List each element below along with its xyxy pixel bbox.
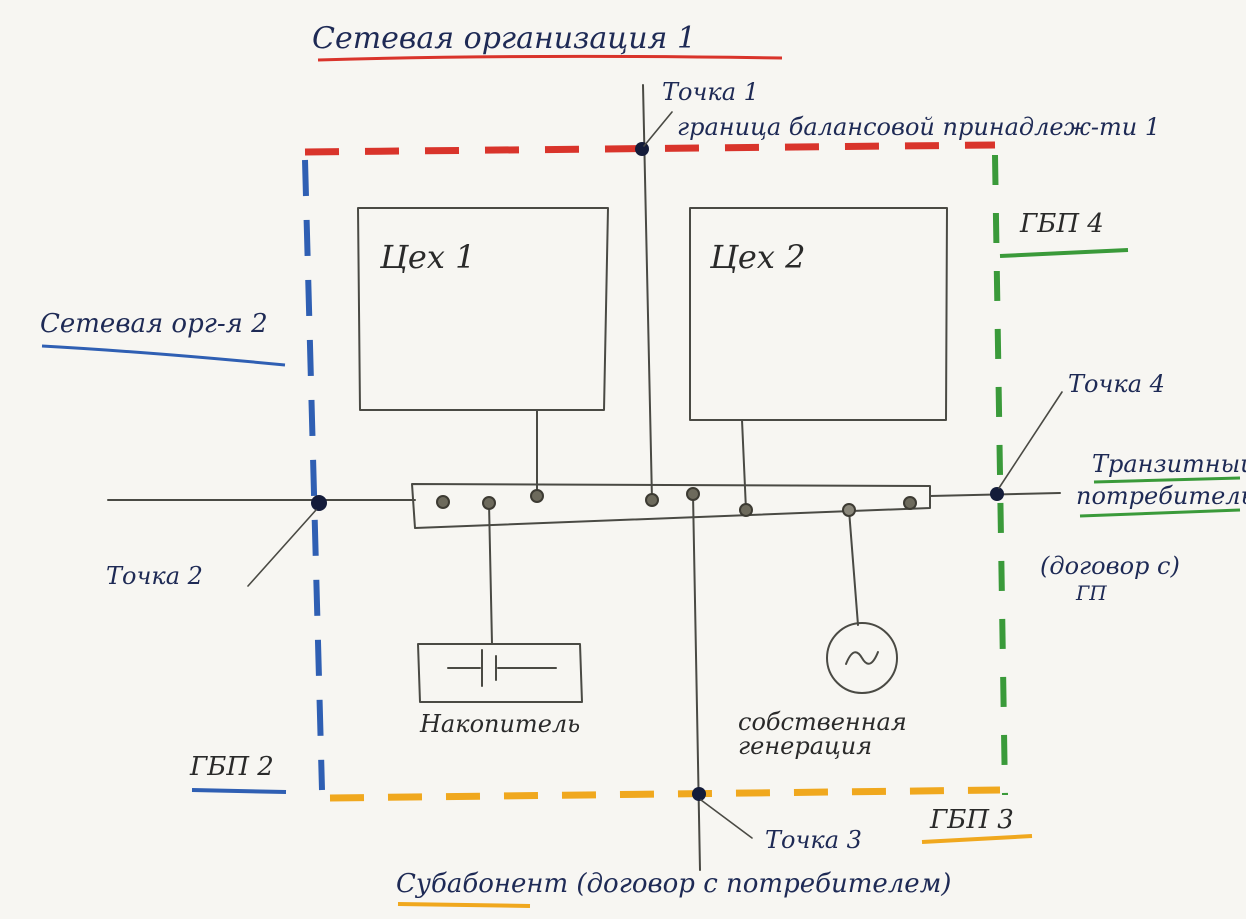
workshop-1-box <box>357 207 609 411</box>
busbar-terminal-1 <box>436 495 450 509</box>
network-org-2-underline <box>41 344 286 367</box>
network-org-1-underline <box>317 54 783 62</box>
busbar-terminal-7 <box>842 503 856 517</box>
busbar-terminal-4 <box>645 493 659 507</box>
gbp-2-underline <box>191 788 287 794</box>
subscriber-underline <box>397 902 531 908</box>
point-4-label: Точка 4 <box>1068 370 1165 398</box>
point-4-leader <box>998 391 1063 489</box>
gbp-4-underline <box>999 248 1129 258</box>
feeder-point-3 <box>692 493 701 871</box>
green-boundary-line <box>992 154 1008 796</box>
workshop-2-label: Цех 2 <box>709 238 805 276</box>
gbp-4-label: ГБП 4 <box>1019 209 1104 239</box>
transit-consumer-line2: потребитель <box>1076 482 1246 510</box>
storage-label: Накопитель <box>419 710 580 738</box>
busbar-terminal-2 <box>482 496 496 510</box>
generator-sine-icon <box>845 651 879 665</box>
generation-label-line2: генерация <box>738 732 872 760</box>
gbp-3-underline <box>921 834 1033 844</box>
feeder-generation <box>848 509 859 626</box>
network-org-1-label: Сетевая организация 1 <box>312 21 696 56</box>
contract-gp-line1: (договор с) <box>1040 552 1180 580</box>
blue-boundary-line <box>302 159 325 791</box>
contract-gp-line2: ГП <box>1075 581 1107 605</box>
workshop-1-label: Цех 1 <box>379 238 475 276</box>
point-4-marker <box>990 487 1004 501</box>
point-2-leader <box>247 509 317 587</box>
point-2-label: Точка 2 <box>106 562 203 590</box>
feeder-workshop-2 <box>741 419 747 511</box>
generation-label-line1: собственная <box>738 708 907 736</box>
point-2-marker <box>311 495 327 511</box>
transit-consumer-underline-2 <box>1079 508 1241 518</box>
gbp-2-label: ГБП 2 <box>189 752 274 782</box>
busbar-terminal-3 <box>530 489 544 503</box>
subscriber-label: Субабонент (договор с потребителем) <box>396 869 951 899</box>
gbp-3-label: ГБП 3 <box>929 805 1014 835</box>
point-1-leader <box>643 111 673 147</box>
busbar <box>411 483 931 529</box>
point-3-leader <box>700 799 753 839</box>
transit-consumer-underline-1 <box>1093 476 1241 484</box>
feeder-storage <box>488 502 493 645</box>
busbar-terminal-5 <box>686 487 700 501</box>
network-org-2-label: Сетевая орг-я 2 <box>40 309 268 339</box>
busbar-terminal-8 <box>903 496 917 510</box>
point-1-marker <box>635 142 649 156</box>
transit-consumer-line1: Транзитный <box>1092 450 1246 478</box>
busbar-terminal-6 <box>739 503 753 517</box>
point-3-label: Точка 3 <box>765 826 862 854</box>
battery-icon <box>447 649 557 687</box>
workshop-2-box <box>689 207 948 421</box>
point-1-label: Точка 1 <box>662 78 759 106</box>
generator-circle <box>826 622 898 694</box>
point-1-note: граница балансовой принадлеж-ти 1 <box>677 113 1160 141</box>
point-3-marker <box>692 787 706 801</box>
storage-box <box>417 643 583 703</box>
